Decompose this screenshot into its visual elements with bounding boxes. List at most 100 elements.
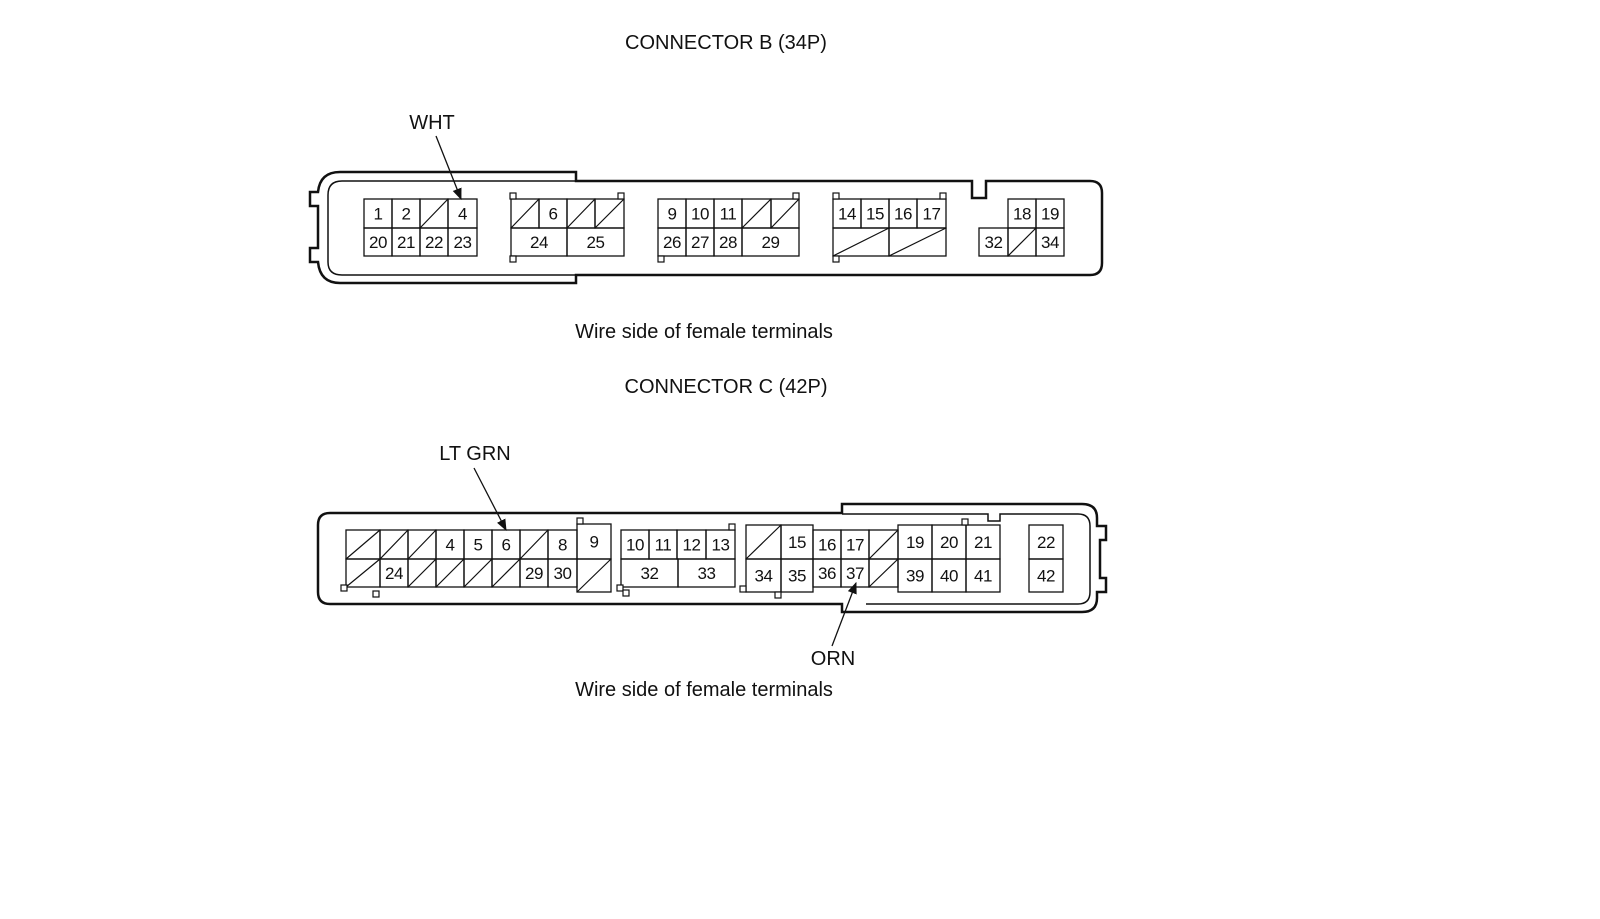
terminal-number: 10	[626, 536, 644, 555]
blank-cavity-slash	[594, 198, 625, 229]
terminal-number: 9	[668, 205, 677, 224]
connector-c-title: CONNECTOR C (42P)	[625, 376, 828, 398]
blank-cavity-slash	[491, 558, 521, 588]
terminal-number: 16	[818, 536, 836, 555]
blank-cavity-slash	[832, 227, 890, 257]
terminal-number: 34	[755, 567, 773, 586]
latch-tab	[774, 591, 782, 599]
terminal-number: 15	[788, 533, 806, 552]
latch-tab	[372, 590, 380, 598]
terminal-number: 23	[454, 233, 472, 252]
blank-cavity-slash	[407, 558, 437, 588]
terminal-number: 40	[940, 567, 958, 586]
blank-cavity-slash	[435, 558, 465, 588]
connector-c-housing	[316, 502, 1108, 614]
blank-cavity-slash	[463, 558, 493, 588]
terminal-number: 4	[446, 536, 455, 555]
callout-label-wht: WHT	[409, 112, 455, 134]
terminal-number: 35	[788, 567, 806, 586]
terminal-number: 2	[402, 205, 411, 224]
callout-label-orn: ORN	[811, 648, 855, 670]
terminal-number: 37	[846, 564, 864, 583]
terminal-number: 24	[530, 233, 548, 252]
terminal-number: 6	[549, 205, 558, 224]
blank-cavity-slash	[407, 529, 437, 560]
terminal-number: 17	[923, 205, 941, 224]
terminal-25	[566, 227, 625, 257]
terminal-number: 4	[458, 205, 467, 224]
terminal-number: 6	[502, 536, 511, 555]
latch-tab	[832, 255, 840, 263]
terminal-41	[965, 558, 1001, 593]
blank-cavity-slash	[576, 558, 612, 593]
terminal-33	[677, 558, 736, 588]
terminal-number: 18	[1013, 205, 1031, 224]
blank-cavity-slash	[868, 558, 899, 588]
latch-tab	[939, 192, 947, 200]
terminal-number: 16	[894, 205, 912, 224]
terminal-number: 9	[590, 533, 599, 552]
latch-tab	[509, 255, 517, 263]
callout-arrow-lt-grn	[473, 467, 507, 532]
terminal-number: 26	[663, 233, 681, 252]
callout-arrow-orn	[831, 581, 857, 647]
terminal-number: 12	[683, 536, 701, 555]
terminal-number: 22	[1037, 533, 1055, 552]
blank-cavity-slash	[345, 558, 381, 588]
blank-cavity-slash	[419, 198, 449, 229]
terminal-number: 36	[818, 564, 836, 583]
terminal-number: 14	[838, 205, 856, 224]
terminal-number: 39	[906, 567, 924, 586]
connector-b-title: CONNECTOR B (34P)	[625, 32, 827, 54]
terminal-number: 24	[385, 564, 403, 583]
terminal-number: 21	[974, 533, 992, 552]
terminal-number: 34	[1041, 233, 1059, 252]
terminal-number: 1	[374, 205, 383, 224]
blank-cavity-slash	[519, 529, 549, 560]
latch-tab	[657, 255, 665, 263]
blank-cavity-slash	[770, 198, 800, 229]
latch-tab	[622, 589, 630, 597]
blank-cavity-slash	[741, 198, 772, 229]
latch-tab	[509, 192, 517, 200]
blank-cavity-slash	[888, 227, 947, 257]
connector-c-caption: Wire side of female terminals	[575, 679, 833, 701]
terminal-42	[1028, 558, 1064, 593]
blank-cavity-slash	[1007, 227, 1037, 257]
latch-tab	[616, 584, 624, 592]
connector-b-caption: Wire side of female terminals	[575, 321, 833, 343]
terminal-number: 29	[762, 233, 780, 252]
terminal-29	[741, 227, 800, 257]
latch-tab	[739, 585, 747, 593]
callout-arrow-wht	[435, 135, 462, 201]
latch-tab	[576, 517, 584, 525]
terminal-number: 28	[719, 233, 737, 252]
blank-cavity-slash	[745, 524, 782, 560]
terminal-number: 30	[554, 564, 572, 583]
terminal-number: 33	[698, 564, 716, 583]
terminal-number: 8	[558, 536, 567, 555]
terminal-number: 19	[906, 533, 924, 552]
terminal-number: 19	[1041, 205, 1059, 224]
terminal-number: 11	[655, 536, 672, 555]
blank-cavity-slash	[345, 529, 381, 560]
latch-tab	[961, 518, 969, 526]
terminal-number: 32	[985, 233, 1003, 252]
terminal-number: 20	[940, 533, 958, 552]
blank-cavity-slash	[566, 198, 596, 229]
latch-tab	[792, 192, 800, 200]
terminal-23	[447, 227, 478, 257]
terminal-number: 41	[974, 567, 992, 586]
blank-cavity	[576, 558, 612, 593]
terminal-number: 17	[846, 536, 864, 555]
latch-tab	[617, 192, 625, 200]
terminal-number: 13	[712, 536, 730, 555]
terminal-number: 29	[525, 564, 543, 583]
terminal-34	[1035, 227, 1065, 257]
terminal-number: 25	[587, 233, 605, 252]
terminal-number: 15	[866, 205, 884, 224]
blank-cavity-slash	[510, 198, 540, 229]
